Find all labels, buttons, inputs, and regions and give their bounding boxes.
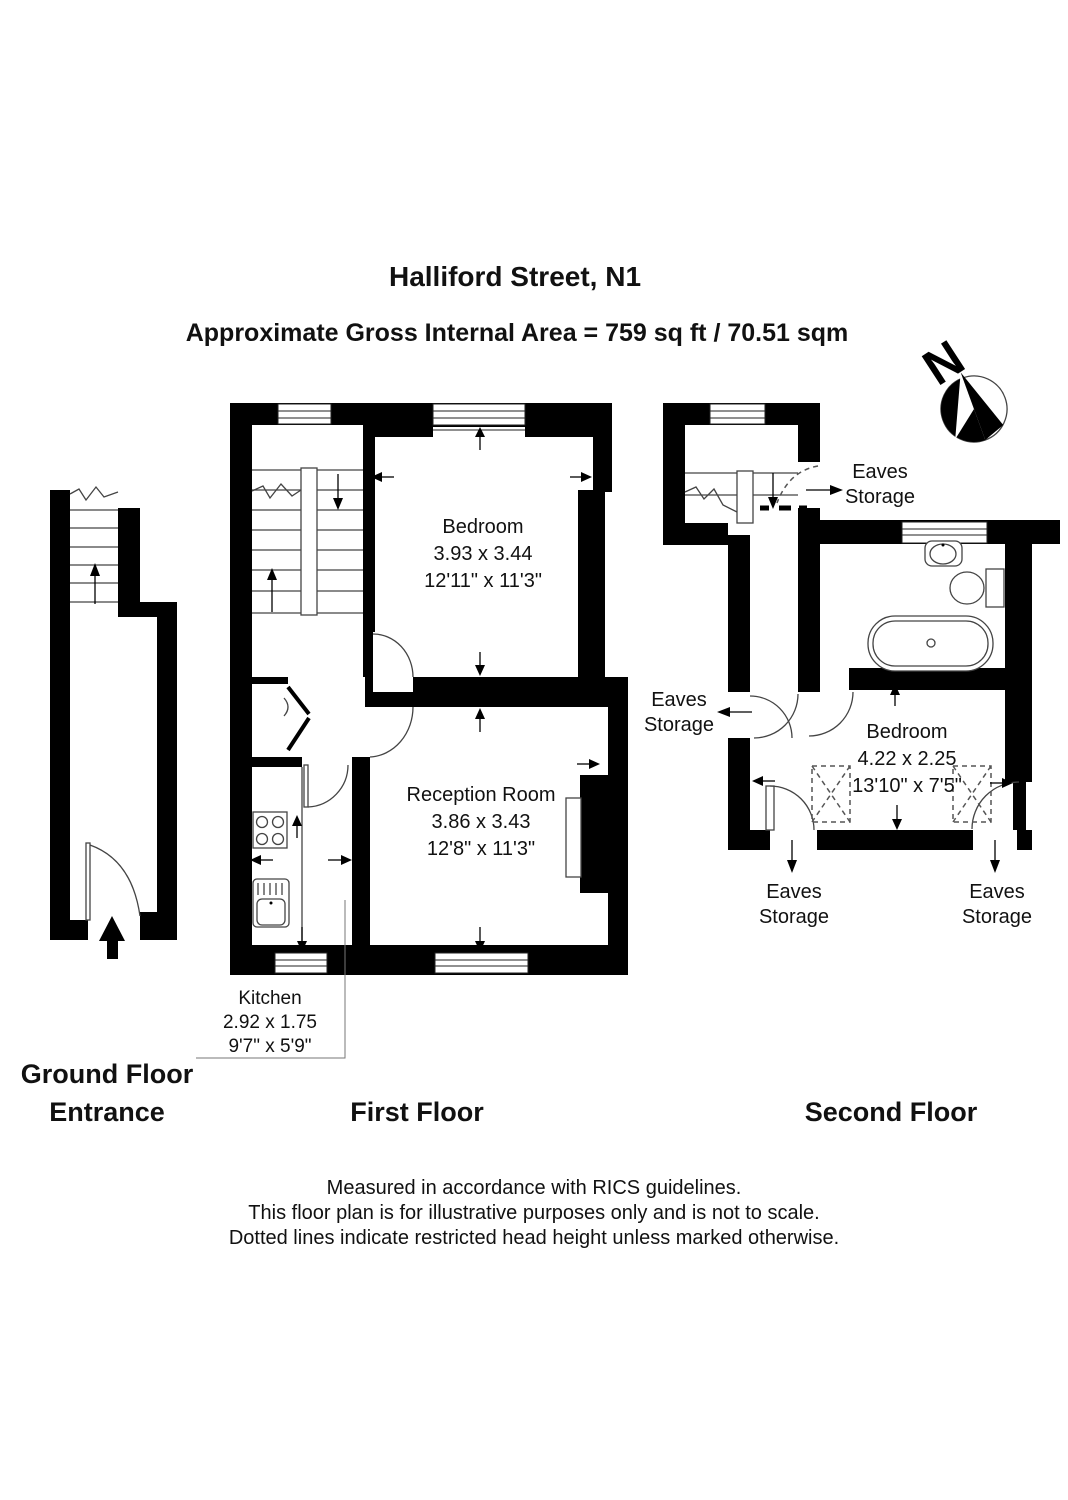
window — [277, 403, 332, 425]
entrance-door — [85, 842, 141, 921]
restricted-head-height-area — [952, 765, 992, 823]
eaves-arrow-icon — [990, 860, 1000, 873]
stairs-up-arrow-icon — [267, 568, 277, 580]
window — [274, 952, 328, 974]
room-name: Kitchen — [238, 988, 302, 1009]
first-floor-staircase — [251, 467, 363, 616]
dimension-arrows — [752, 684, 1013, 830]
eaves-storage-label-bottom-left: Eaves Storage — [759, 880, 829, 930]
footer-line-3: Dotted lines indicate restricted head he… — [228, 1227, 840, 1249]
floor-title-line: Entrance — [49, 1097, 165, 1127]
room-size-metric: 3.86 x 3.43 — [431, 811, 531, 833]
second-floor-title: Second Floor — [804, 1097, 978, 1127]
north-arrow-icon: N — [913, 330, 1008, 443]
bedroom-second-label: Bedroom 4.22 x 2.25 13'10" x 7'5" — [852, 719, 962, 800]
cupboard-doors — [283, 685, 311, 752]
ground-floor-plan — [50, 485, 177, 959]
eaves-line: Storage — [643, 714, 715, 736]
bedroom-entry-door — [753, 693, 799, 739]
eaves-storage-label-top: Eaves Storage — [845, 460, 915, 510]
page-title: Halliford Street, N1 — [388, 261, 642, 292]
kitchen-label: Kitchen 2.92 x 1.75 9'7" x 5'9" — [223, 987, 317, 1059]
ground-floor-title: Ground Floor Entrance — [21, 1055, 193, 1131]
eaves-arrow-icon — [787, 860, 797, 873]
eaves-line: Eaves — [969, 881, 1025, 903]
stairs-down-arrow-icon — [768, 497, 778, 509]
footer-line-2: This floor plan is for illustrative purp… — [248, 1202, 820, 1224]
basin-icon — [924, 540, 963, 567]
room-size-imperial: 12'8" x 11'3" — [426, 838, 536, 860]
room-name: Bedroom — [866, 721, 948, 743]
eaves-storage-label-bottom-right: Eaves Storage — [962, 880, 1032, 930]
stairs-down-arrow-icon — [333, 498, 343, 510]
eaves-line: Eaves — [852, 461, 908, 483]
eaves-line: Storage — [758, 906, 830, 928]
toilet-icon — [949, 568, 1005, 608]
room-size-imperial: 9'7" x 5'9" — [228, 1036, 312, 1057]
ground-floor-walls — [50, 490, 177, 940]
area-subtitle: Approximate Gross Internal Area = 759 sq… — [185, 319, 849, 347]
restricted-head-height-area — [811, 765, 851, 823]
dimension-arrows — [250, 427, 600, 952]
window — [434, 952, 529, 974]
reception-room-label: Reception Room 3.86 x 3.43 12'8" x 11'3" — [407, 782, 556, 863]
bathroom-door — [808, 691, 854, 737]
second-floor-walls — [663, 403, 1060, 850]
ground-floor-staircase — [69, 485, 119, 604]
room-name: Reception Room — [406, 784, 556, 806]
eaves-line: Eaves — [651, 689, 707, 711]
kitchen-sink-icon — [252, 878, 290, 928]
room-name: Bedroom — [442, 516, 524, 538]
eaves-line: Storage — [844, 486, 916, 508]
room-size-metric: 3.93 x 3.44 — [433, 543, 533, 565]
eaves-line: Storage — [961, 906, 1033, 928]
bedroom-first-label: Bedroom 3.93 x 3.44 12'11" x 11'3" — [424, 514, 542, 595]
window — [901, 521, 988, 544]
stairs-up-arrow-icon — [90, 563, 100, 576]
kitchen-label-leader — [196, 900, 346, 1059]
eaves-door-bottom-left — [765, 785, 815, 831]
first-floor-title: First Floor — [350, 1097, 484, 1127]
second-floor-plan — [663, 403, 1060, 873]
entrance-arrow-icon — [99, 916, 125, 959]
eaves-door-left — [749, 695, 793, 739]
room-size-imperial: 12'11" x 11'3" — [424, 570, 542, 592]
second-floor-windows — [709, 403, 988, 544]
eaves-line: Eaves — [766, 881, 822, 903]
window — [709, 403, 766, 425]
first-floor-plan — [230, 403, 628, 975]
eaves-storage-arrows — [717, 485, 1000, 873]
footer-line-1: Measured in accordance with RICS guideli… — [326, 1177, 742, 1199]
eaves-arrow-icon — [830, 485, 843, 495]
floor-title-line: Ground Floor — [20, 1059, 194, 1089]
stove-icon — [252, 811, 288, 849]
bathtub-icon — [867, 615, 994, 672]
second-floor-staircase — [684, 465, 819, 524]
room-size-metric: 4.22 x 2.25 — [857, 748, 957, 770]
room-size-metric: 2.92 x 1.75 — [222, 1012, 318, 1033]
bedroom-door — [363, 632, 414, 678]
kitchen-door — [303, 764, 349, 808]
reception-door — [369, 706, 414, 758]
fireplace — [565, 797, 582, 878]
room-size-imperial: 13'10" x 7'5" — [852, 775, 962, 797]
eaves-storage-label-left: Eaves Storage — [644, 688, 714, 738]
eaves-arrow-icon — [717, 707, 730, 717]
